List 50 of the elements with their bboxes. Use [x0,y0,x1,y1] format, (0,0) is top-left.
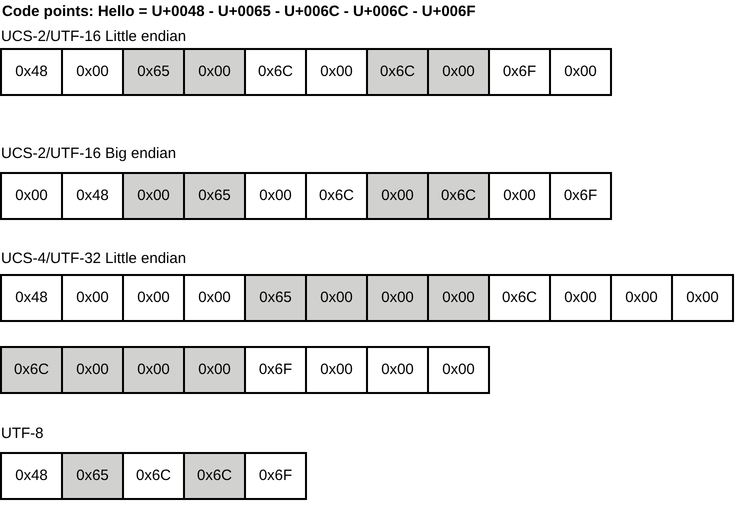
byte-cell: 0x6F [488,48,551,96]
byte-cell: 0x00 [122,172,185,220]
byte-cell: 0x00 [488,172,551,220]
byte-cell: 0x6C [0,346,63,394]
byte-cell: 0x6C [183,452,246,500]
byte-cell: 0x00 [366,274,429,322]
byte-cell: 0x00 [549,274,612,322]
byte-cell: 0x00 [244,172,307,220]
byte-cell: 0x00 [61,346,124,394]
byte-cell: 0x00 [61,48,124,96]
byte-cell: 0x6C [366,48,429,96]
byte-cell: 0x00 [427,346,490,394]
byte-cell: 0x48 [0,274,63,322]
byte-cell: 0x65 [183,172,246,220]
byte-cell: 0x00 [122,346,185,394]
byte-cell: 0x48 [0,48,63,96]
section-heading: UCS-4/UTF-32 Little endian [1,250,186,268]
byte-cell: 0x6C [427,172,490,220]
section-heading: UCS-2/UTF-16 Big endian [1,145,176,163]
byte-cell: 0x00 [366,346,429,394]
byte-cell: 0x48 [61,172,124,220]
byte-cell: 0x00 [0,172,63,220]
byte-cell: 0x00 [610,274,673,322]
byte-cell: 0x00 [183,346,246,394]
byte-cell: 0x00 [671,274,734,322]
byte-cell: 0x6F [244,452,307,500]
byte-cell: 0x00 [61,274,124,322]
byte-cell: 0x6C [305,172,368,220]
byte-cell: 0x00 [183,48,246,96]
section-heading: UCS-2/UTF-16 Little endian [1,28,186,46]
byte-cell: 0x00 [305,346,368,394]
byte-cell: 0x00 [305,48,368,96]
byte-cell: 0x00 [427,274,490,322]
byte-cell: 0x65 [122,48,185,96]
byte-cell: 0x00 [183,274,246,322]
byte-cell: 0x6F [244,346,307,394]
byte-cell: 0x00 [549,48,612,96]
byte-cell: 0x65 [61,452,124,500]
byte-cell: 0x48 [0,452,63,500]
section-heading: UTF-8 [1,425,44,443]
byte-cell: 0x00 [366,172,429,220]
byte-cell: 0x00 [305,274,368,322]
byte-cell: 0x00 [427,48,490,96]
byte-cell: 0x6F [549,172,612,220]
byte-cell: 0x65 [244,274,307,322]
byte-cell: 0x6C [488,274,551,322]
byte-cell: 0x6C [122,452,185,500]
title: Code points: Hello = U+0048 - U+0065 - U+006C - U+006C - U+006F [2,3,476,21]
byte-cell: 0x00 [122,274,185,322]
byte-cell: 0x6C [244,48,307,96]
